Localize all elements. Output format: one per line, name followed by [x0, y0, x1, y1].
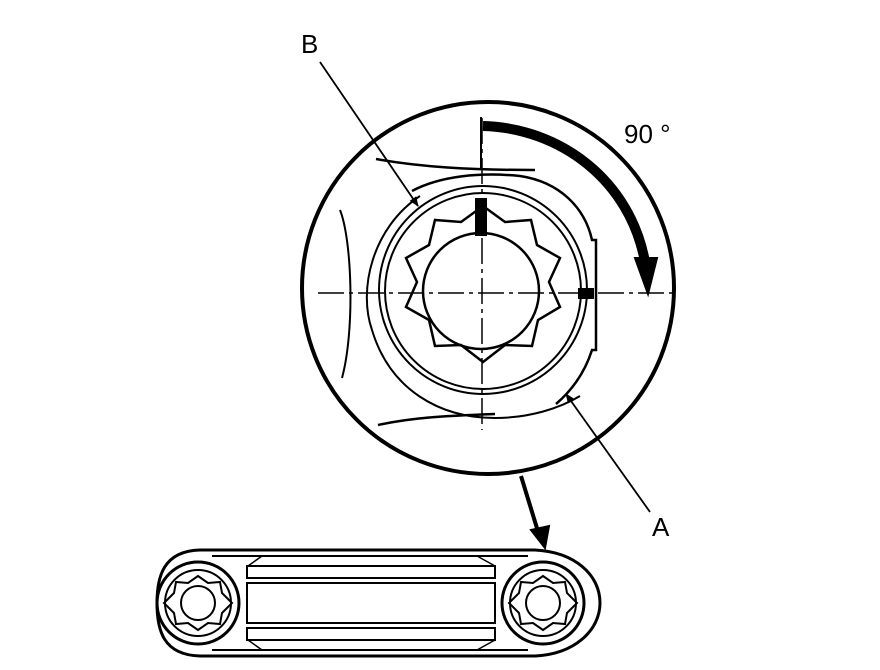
lower-groove [246, 627, 496, 641]
spline-alignment-mark [475, 198, 487, 236]
left-socket-outer [155, 560, 241, 646]
outer-flange-arc [365, 195, 581, 420]
wrench-handle-inner-outline [212, 555, 528, 651]
left-socket-bore [180, 585, 216, 621]
label-a: A [652, 512, 670, 542]
leader-a [565, 393, 651, 513]
right-socket-outer [500, 560, 586, 646]
middle-groove [246, 582, 496, 624]
rotation-arrowhead [633, 257, 659, 298]
label-b: B [301, 29, 318, 59]
upper-groove [246, 565, 496, 579]
collar-alignment-mark [578, 288, 594, 299]
left-socket-ring [164, 569, 232, 637]
lower-left-wall-curve [377, 412, 496, 427]
leader-lines [319, 61, 651, 513]
left-socket-spline [162, 574, 234, 632]
collar-part-a [411, 173, 598, 405]
detail-view [300, 100, 676, 476]
upper-bevel [247, 555, 496, 567]
right-socket-spline [507, 574, 579, 632]
wrench-handle-outline [155, 548, 602, 658]
right-socket-ring [509, 569, 577, 637]
shaft-circle [421, 231, 541, 351]
rotation-arrow-icon [482, 121, 650, 263]
upper-left-wall-curve [375, 157, 536, 172]
detail-to-tool-arrow [519, 475, 542, 539]
left-edge-curve [339, 209, 352, 379]
leader-b [319, 61, 419, 207]
right-socket-bore [525, 585, 561, 621]
outer-housing-circle [300, 100, 676, 476]
spline-bore [404, 204, 562, 364]
detail-to-tool-arrowhead [529, 524, 551, 551]
lower-bevel [247, 639, 496, 651]
label-90-degrees: 90 ° [624, 119, 671, 149]
wrench-tool [155, 548, 602, 658]
